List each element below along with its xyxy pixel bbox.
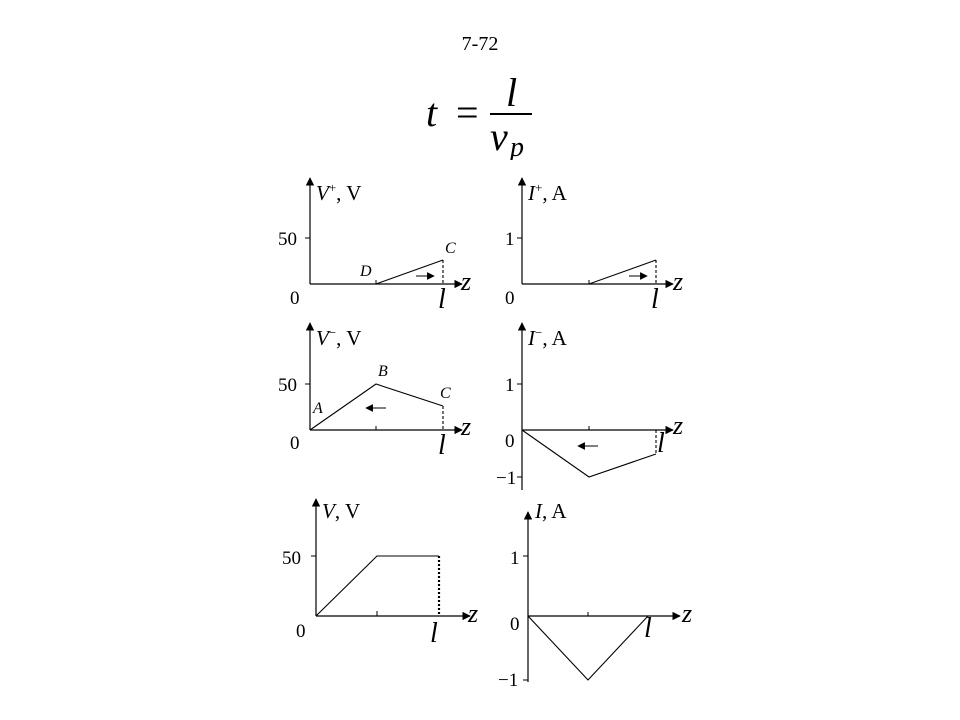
point-label-b: B: [378, 363, 388, 380]
z-label: z: [460, 267, 471, 296]
wave-curve: [310, 259, 444, 285]
y-tick-label: 50: [282, 548, 301, 569]
l-label: l: [438, 284, 446, 315]
y-label: V, V: [322, 499, 360, 523]
wave-curve: [527, 615, 649, 681]
wave-curve: [309, 383, 444, 431]
y-label: I+, A: [527, 180, 568, 205]
formula-equals: =: [456, 90, 479, 135]
point-label-c: C: [445, 240, 456, 257]
y-tick-label-neg1: −1: [496, 468, 516, 489]
panel-iminus: I−, A 1 −1 0 z l: [496, 322, 683, 490]
formula-numerator: l: [506, 70, 517, 115]
wave-curve: [522, 259, 657, 285]
slide-title: 7-72: [461, 33, 499, 55]
z-label: z: [467, 599, 478, 628]
wave-curve: [521, 429, 657, 478]
panel-vminus: V−, V 50 0 A B C z l: [278, 322, 471, 461]
z-label: z: [681, 599, 692, 628]
origin-label: 0: [290, 288, 300, 309]
panel-iplus: I+, A 1 0 z l: [505, 177, 683, 315]
y-tick-label: 1: [505, 229, 515, 250]
y-label: V−, V: [316, 325, 361, 350]
z-label: z: [672, 267, 683, 296]
formula-denominator: v: [490, 114, 508, 159]
formula-denominator-sub: p: [508, 132, 524, 160]
wave-curve: [315, 555, 439, 617]
point-label-c: C: [440, 385, 451, 402]
origin-label: 0: [296, 621, 306, 642]
formula-lhs: t: [426, 90, 438, 135]
l-label: l: [657, 428, 665, 459]
origin-label: 0: [505, 288, 515, 309]
point-label-a: A: [312, 400, 323, 417]
y-tick-label-1: 1: [505, 375, 515, 396]
l-label: l: [430, 618, 438, 649]
origin-label: 0: [510, 614, 520, 635]
y-tick-label: 50: [278, 229, 297, 250]
panel-vplus: V+, V 50 0 D C z l: [278, 177, 471, 315]
panel-itotal: I, A 1 −1 0 z l: [498, 499, 692, 691]
point-label-d: D: [359, 263, 372, 280]
z-label: z: [460, 412, 471, 441]
y-label: V+, V: [316, 180, 361, 205]
y-label: I−, A: [527, 325, 568, 350]
origin-label: 0: [290, 433, 300, 454]
y-tick-label: 50: [278, 375, 297, 396]
y-label: I, A: [534, 499, 567, 523]
panel-vtotal: V, V 50 0 z l: [282, 498, 478, 649]
y-tick-label-1: 1: [510, 548, 520, 569]
origin-label: 0: [505, 431, 515, 452]
l-label: l: [644, 613, 652, 644]
y-tick-label-neg1: −1: [498, 670, 518, 691]
formula: t = l v p: [426, 70, 532, 160]
l-label: l: [651, 284, 659, 315]
z-label: z: [672, 411, 683, 440]
l-label: l: [438, 430, 446, 461]
